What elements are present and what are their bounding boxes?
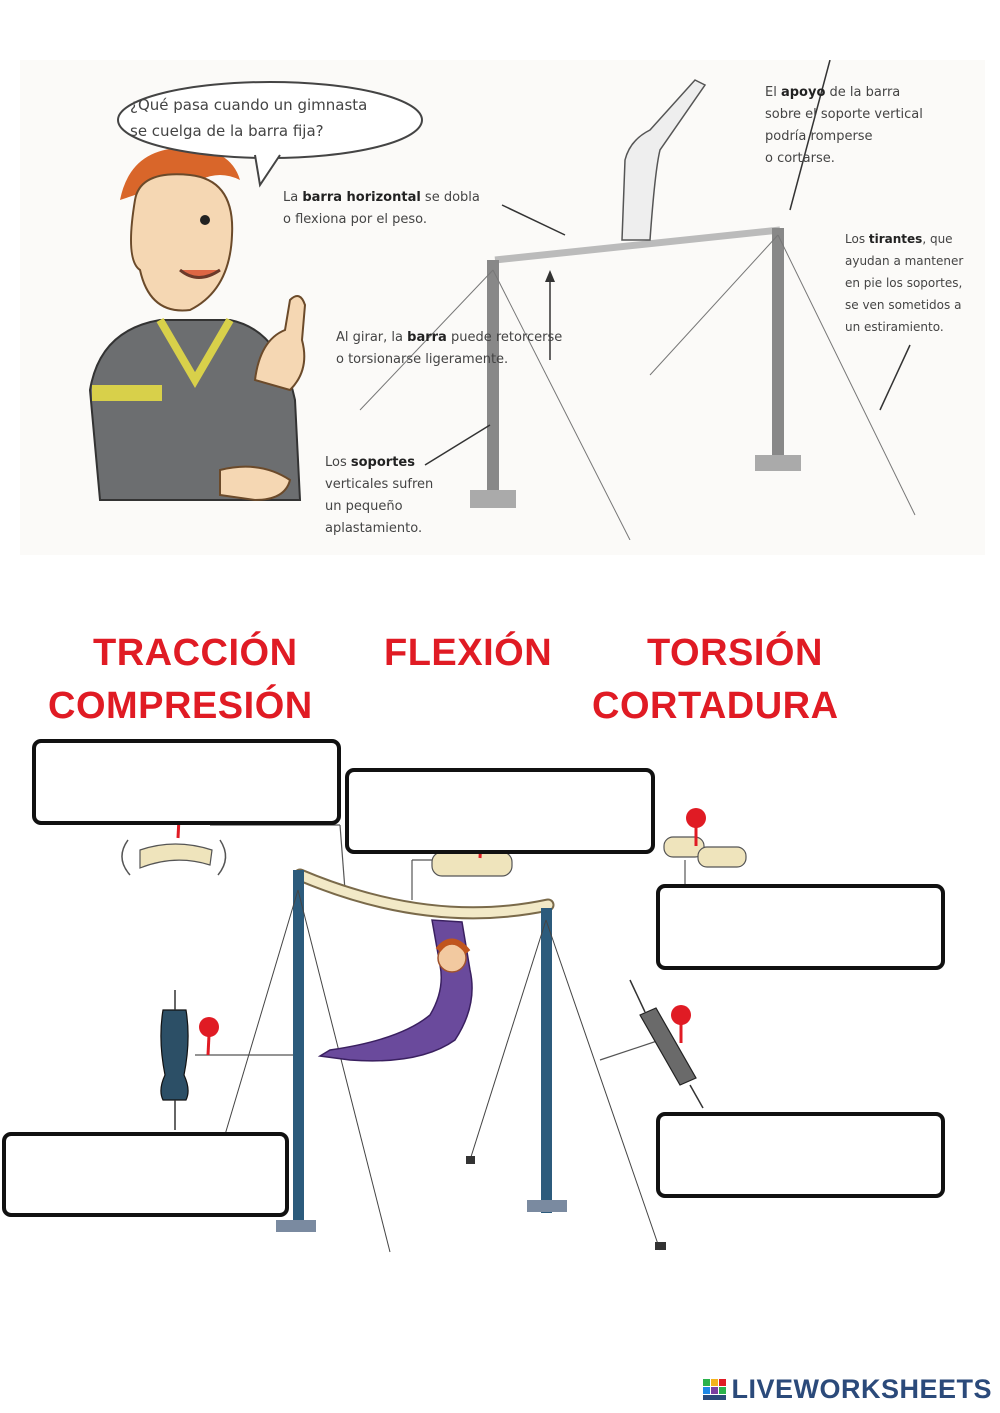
- speech-bubble-shape: [117, 81, 423, 188]
- liveworksheets-logo: LIVEWORKSHEETS: [703, 1374, 992, 1405]
- word-traccion[interactable]: TRACCIÓN: [93, 632, 298, 674]
- pin-icon: [671, 1005, 691, 1043]
- brand-name: LIVEWORKSHEETS: [731, 1374, 992, 1404]
- note-soportes: Los soportes verticales sufren un pequeñ…: [325, 455, 434, 536]
- word-cortadura[interactable]: CORTADURA: [592, 685, 839, 727]
- pin-icon: [686, 808, 706, 846]
- note-girar: Al girar, la barra puede retorcerse o to…: [336, 330, 563, 367]
- answer-box-right-upper[interactable]: [656, 884, 945, 970]
- word-torsion[interactable]: TORSIÓN: [647, 632, 823, 674]
- speech-line-2: se cuelga de la barra fija?: [130, 122, 324, 140]
- pin-icon: [199, 1017, 219, 1056]
- answer-box-right-lower[interactable]: [656, 1112, 945, 1198]
- top-gym-bar-illustration: [359, 60, 916, 540]
- speech-bubble-text: ¿Qué pasa cuando un gimnasta se cuelga d…: [130, 92, 420, 144]
- speech-line-1: ¿Qué pasa cuando un gimnasta: [130, 96, 368, 114]
- word-flexion[interactable]: FLEXIÓN: [384, 632, 553, 674]
- logo-icon: [703, 1378, 727, 1400]
- answer-box-top-left[interactable]: [32, 739, 341, 825]
- note-barra-horizontal: La barra horizontal se dobla o flexiona …: [283, 190, 480, 227]
- answer-box-left-lower[interactable]: [2, 1132, 289, 1217]
- teacher-illustration: [88, 147, 307, 502]
- answer-box-top-middle[interactable]: [345, 768, 655, 854]
- word-compresion[interactable]: COMPRESIÓN: [48, 685, 313, 727]
- note-tirantes: Los tirantes, que ayudan a mantener en p…: [845, 232, 964, 334]
- note-apoyo: El apoyo de la barra sobre el soporte ve…: [765, 85, 923, 166]
